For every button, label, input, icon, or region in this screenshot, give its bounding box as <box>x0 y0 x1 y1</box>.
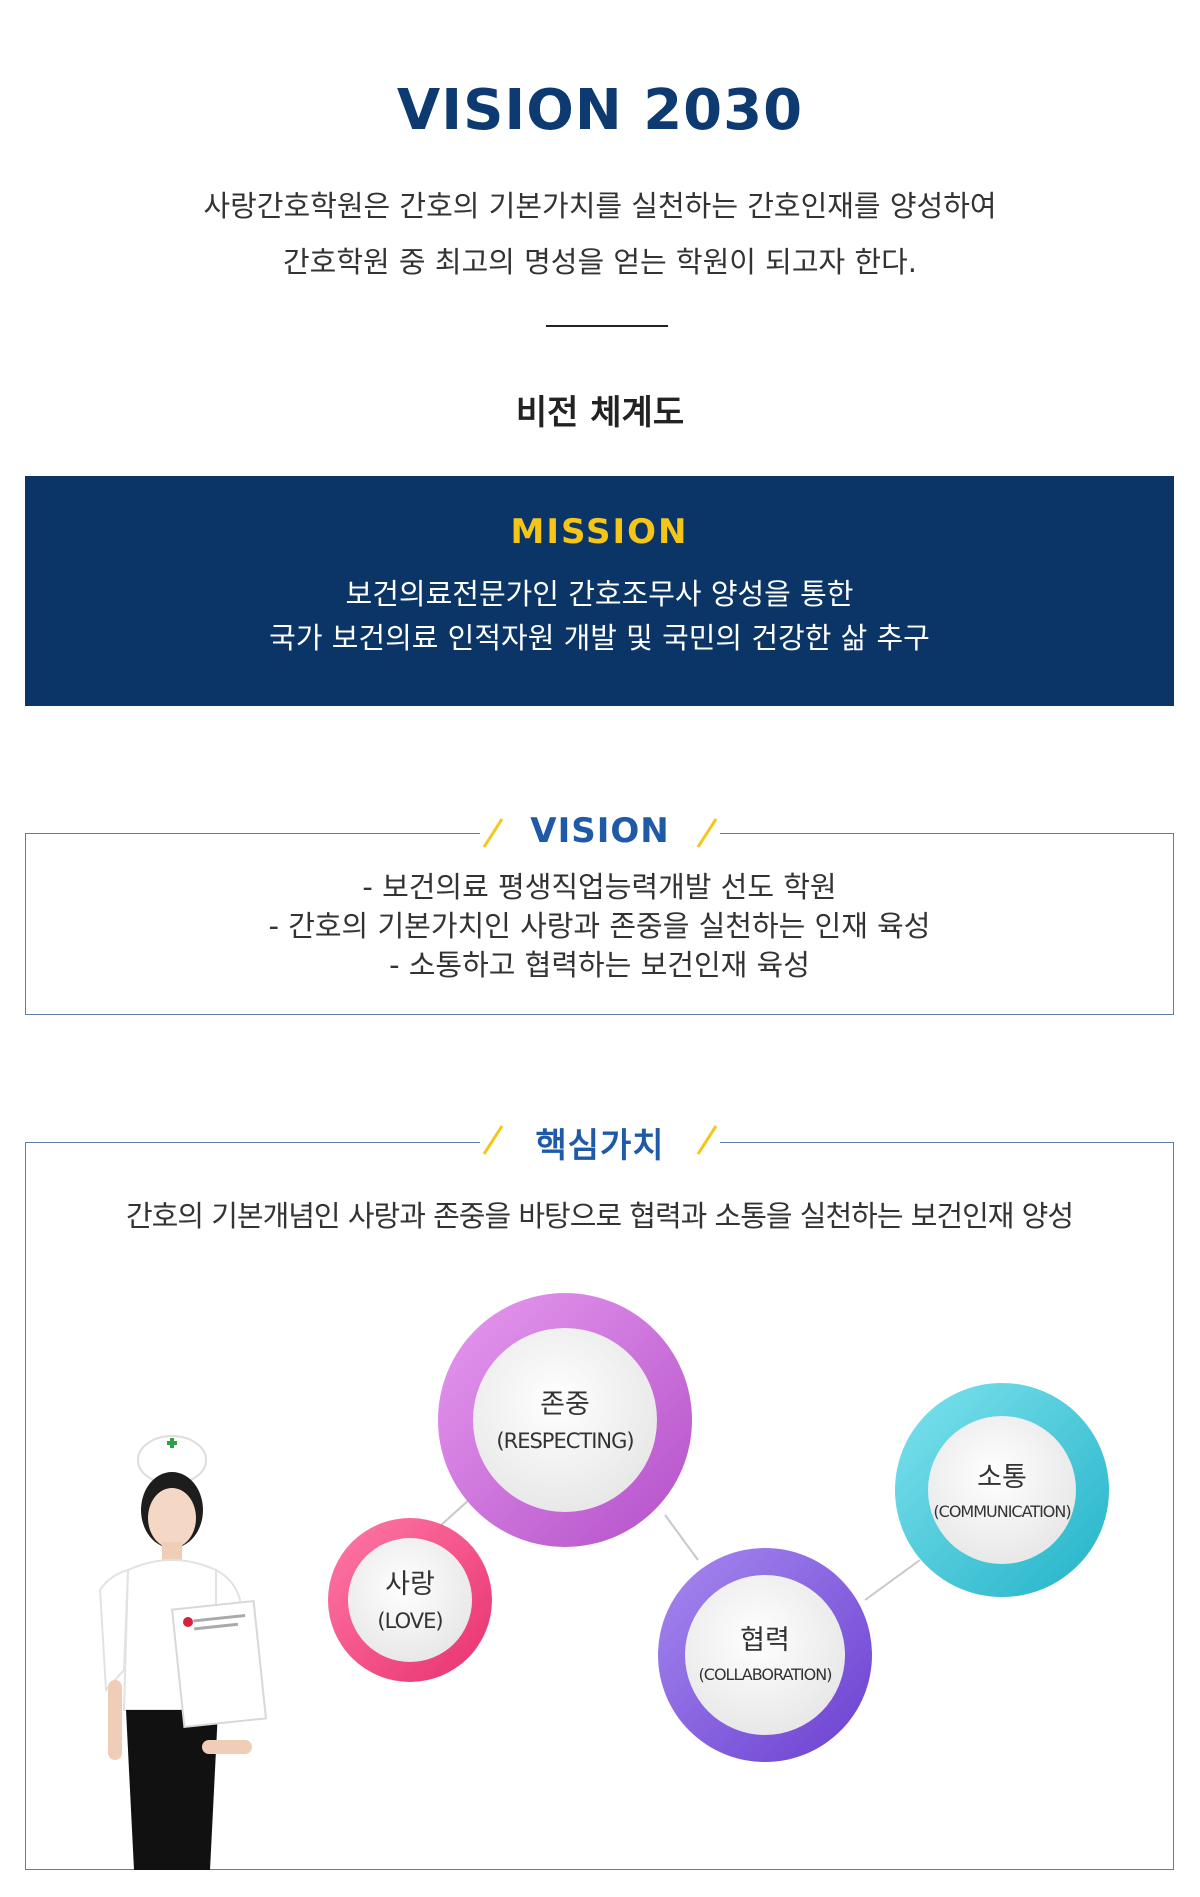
vision-item-2: - 간호의 기본가치인 사랑과 존중을 실천하는 인재 육성 <box>268 909 931 943</box>
communication-label: 소통 (COMMUNICATION) <box>917 1455 1087 1521</box>
communication-ko: 소통 <box>977 1462 1027 1493</box>
vision-title: VISION <box>530 811 670 851</box>
intro-line-1: 사랑간호학원은 간호의 기본가치를 실천하는 간호인재를 양성하여 <box>203 189 997 223</box>
collaboration-en: (COLLABORATION) <box>698 1665 833 1684</box>
slash-icon <box>480 813 506 853</box>
respecting-label: 존중 (RESPECTING) <box>475 1382 655 1453</box>
collaboration-label: 협력 (COLLABORATION) <box>675 1618 855 1684</box>
love-circle <box>328 1518 492 1682</box>
love-ko: 사랑 <box>385 1569 435 1600</box>
vision-item-3: - 소통하고 협력하는 보건인재 육성 <box>389 948 810 982</box>
slash-icon <box>694 813 720 853</box>
page-title: VISION 2030 <box>396 78 804 143</box>
collaboration-ko: 협력 <box>740 1625 790 1656</box>
core-values-description: 간호의 기본개념인 사랑과 존중을 바탕으로 협력과 소통을 실천하는 보건인재… <box>125 1199 1074 1233</box>
mission-line-1: 보건의료전문가인 간호조무사 양성을 통한 <box>345 577 854 611</box>
intro-line-2: 간호학원 중 최고의 명성을 얻는 학원이 되고자 한다. <box>282 245 918 279</box>
diagram-graphics <box>98 1293 1109 1870</box>
mission-text: 보건의료전문가인 간호조무사 양성을 통한 국가 보건의료 인적자원 개발 및 … <box>25 572 1174 660</box>
nurse-illustration <box>98 1435 268 1870</box>
core-values-tag: 핵심가치 <box>480 1112 720 1168</box>
love-label: 사랑 (LOVE) <box>350 1562 470 1633</box>
slash-icon <box>694 1120 720 1160</box>
intro-text: 사랑간호학원은 간호의 기본가치를 실천하는 간호인재를 양성하여 간호학원 중… <box>0 178 1200 290</box>
vision-list: - 보건의료 평생직업능력개발 선도 학원 - 간호의 기본가치인 사랑과 존중… <box>26 868 1173 985</box>
vision-panel: - 보건의료 평생직업능력개발 선도 학원 - 간호의 기본가치인 사랑과 존중… <box>25 833 1174 1015</box>
communication-circle <box>895 1383 1109 1597</box>
vision-item-1: - 보건의료 평생직업능력개발 선도 학원 <box>362 870 837 904</box>
core-values-title: 핵심가치 <box>535 1126 665 1166</box>
love-en: (LOVE) <box>377 1609 443 1633</box>
respecting-circle <box>438 1293 692 1547</box>
mission-title: MISSION <box>510 512 689 552</box>
respecting-en: (RESPECTING) <box>496 1429 634 1453</box>
vision-tag: VISION <box>480 805 720 861</box>
communication-en: (COMMUNICATION) <box>933 1502 1071 1521</box>
core-values-diagram: 사랑 (LOVE) 존중 (RESPECTING) 협력 (COLLABORAT… <box>60 1270 1140 1870</box>
slash-icon <box>480 1120 506 1160</box>
mission-panel: MISSION 보건의료전문가인 간호조무사 양성을 통한 국가 보건의료 인적… <box>25 476 1174 706</box>
mission-line-2: 국가 보건의료 인적자원 개발 및 국민의 건강한 삶 추구 <box>269 621 930 655</box>
section-divider <box>546 325 668 327</box>
respecting-ko: 존중 <box>540 1389 590 1420</box>
vision-system-heading: 비전 체계도 <box>515 393 685 433</box>
collaboration-circle <box>658 1548 872 1762</box>
